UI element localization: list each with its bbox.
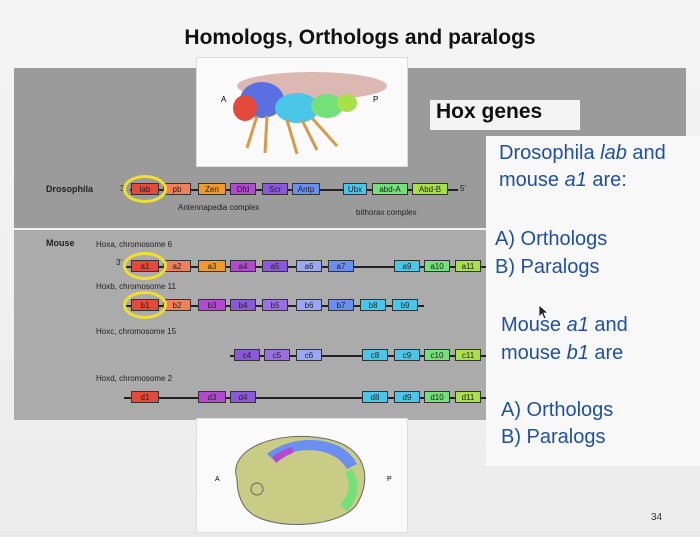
q2-line1-post: and <box>588 314 628 336</box>
hox-genes-header: Hox genes <box>430 100 580 130</box>
mouse-3prime: 3' <box>116 258 122 267</box>
fly-axis-p: P <box>373 95 378 104</box>
gene-pb: pb <box>163 183 191 195</box>
gene-b9: b9 <box>392 299 418 311</box>
gene-d4: d4 <box>230 391 256 403</box>
q2-line1-pre: Mouse <box>501 314 567 336</box>
gene-abd-a: abd-A <box>372 183 408 195</box>
q1-option-b[interactable]: B) Paralogs <box>495 256 600 278</box>
gene-b8: b8 <box>360 299 386 311</box>
gene-a4: a4 <box>230 260 256 272</box>
gene-a10: a10 <box>424 260 450 272</box>
hoxb-label: Hoxb, chromosome 11 <box>96 282 176 291</box>
gene-d10: d10 <box>424 391 450 403</box>
q2-line1-italic: a1 <box>566 314 589 336</box>
q2-option-b[interactable]: B) Paralogs <box>501 426 606 448</box>
mouse-embryo-icon: A P <box>215 435 392 525</box>
gene-b4: b4 <box>230 299 256 311</box>
hox-genes-title: Hox genes <box>436 100 543 123</box>
gene-dfd: Dfd <box>230 183 256 195</box>
embryo-axis-p: P <box>387 476 392 483</box>
page-number: 34 <box>651 512 663 523</box>
q2-line2-italic: b1 <box>566 342 589 364</box>
gene-c8: c8 <box>362 349 388 361</box>
gene-scr: Scr <box>262 183 288 195</box>
gene-c4: c4 <box>234 349 260 361</box>
q1-line2-italic: a1 <box>564 169 587 191</box>
gene-b2: b2 <box>163 299 191 311</box>
hoxd-line <box>124 397 486 399</box>
question-panel <box>486 136 700 466</box>
gene-a7: a7 <box>328 260 354 272</box>
highlight-lab <box>123 175 167 203</box>
gene-d1: d1 <box>131 391 159 403</box>
q2-line2: mouse b1 are <box>501 340 623 367</box>
gene-abd-b: Abd-B <box>412 183 448 195</box>
gene-d8: d8 <box>362 391 388 403</box>
gene-a3: a3 <box>198 260 226 272</box>
gene-ubx: Ubx <box>343 183 367 195</box>
q2-option-a[interactable]: A) Orthologs <box>501 399 614 421</box>
gene-b6: b6 <box>296 299 322 311</box>
highlight-b1 <box>123 291 167 319</box>
gene-b7: b7 <box>328 299 354 311</box>
q1-line1-post: and <box>626 142 666 164</box>
q2-line2-post: are <box>588 342 624 364</box>
slide-title: Homologs, Orthologs and paralogs <box>184 26 536 49</box>
gene-b5: b5 <box>262 299 288 311</box>
q1-option-a[interactable]: A) Orthologs <box>495 228 608 250</box>
gene-c10: c10 <box>424 349 450 361</box>
gene-c6: c6 <box>296 349 322 361</box>
q1-line1-italic: lab <box>600 142 627 164</box>
drosophila-label: Drosophila <box>46 184 94 194</box>
q1-line1: Drosophila lab and <box>499 140 666 167</box>
gene-c5: c5 <box>264 349 290 361</box>
gene-c11: c11 <box>455 349 481 361</box>
hoxd-label: Hoxd, chromosome 2 <box>96 374 173 383</box>
q1-line1-pre: Drosophila <box>499 142 601 164</box>
gene-antp: Antp <box>292 183 320 195</box>
gene-d3: d3 <box>198 391 226 403</box>
q2-line1: Mouse a1 and <box>501 312 628 339</box>
hoxc-label: Hoxc, chromosome 15 <box>96 327 177 336</box>
gene-a2: a2 <box>163 260 191 272</box>
antennapedia-complex-label: Antennapedia complex <box>178 203 260 212</box>
gene-c9: c9 <box>394 349 420 361</box>
drosophila-3prime: 3' <box>120 184 126 193</box>
gene-d9: d9 <box>394 391 420 403</box>
gene-zen: Zen <box>198 183 226 195</box>
q1-line2-post: are: <box>586 169 627 191</box>
q1-line2: mouse a1 are: <box>499 167 627 194</box>
fly-illustration: A P <box>196 57 408 167</box>
q2-line2-pre: mouse <box>501 342 567 364</box>
gene-d11: d11 <box>455 391 481 403</box>
fly-axis-a: A <box>221 95 227 104</box>
highlight-a1 <box>123 252 167 280</box>
gene-a9: a9 <box>394 260 420 272</box>
gene-a6: a6 <box>296 260 322 272</box>
embryo-axis-a: A <box>215 476 220 483</box>
hoxa-label: Hoxa, chromosome 6 <box>96 240 173 249</box>
mouse-cursor-icon <box>538 304 550 320</box>
gene-a5: a5 <box>262 260 288 272</box>
mouse-label: Mouse <box>46 238 75 248</box>
drosophila-5prime: 5' <box>460 184 466 193</box>
gene-b3: b3 <box>198 299 226 311</box>
bithorax-complex-label: bithorax complex <box>356 208 417 217</box>
hoxc-line <box>230 355 486 357</box>
embryo-illustration: A P <box>196 418 408 533</box>
fly-icon: A P <box>221 72 387 155</box>
gene-a11: a11 <box>455 260 481 272</box>
q1-line2-pre: mouse <box>499 169 565 191</box>
